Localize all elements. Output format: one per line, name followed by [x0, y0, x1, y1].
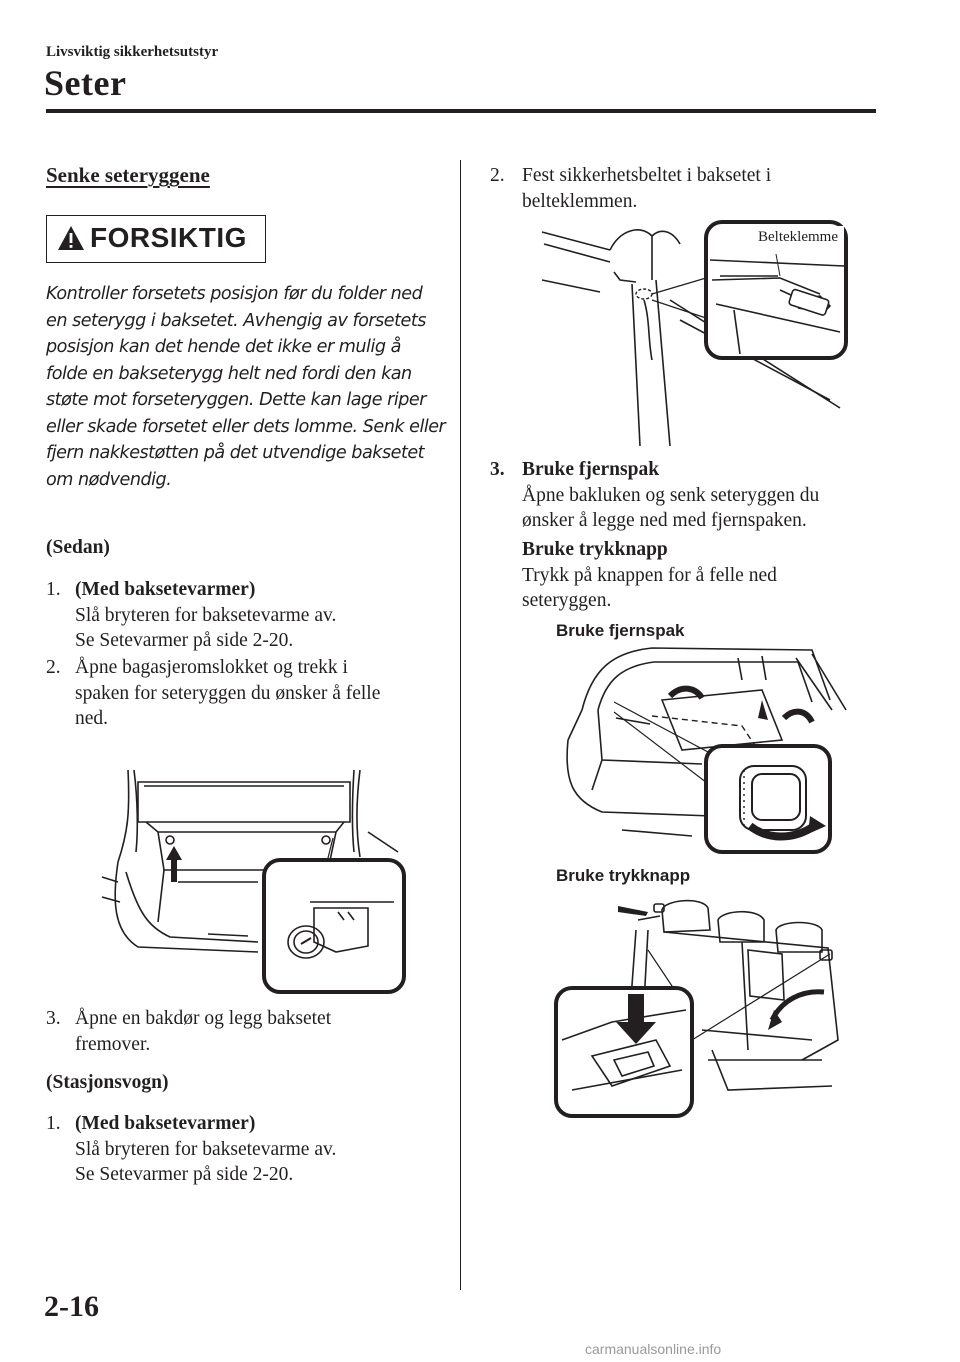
sedan-trunk-illustration [101, 769, 406, 994]
belt-clip-illustration [541, 220, 848, 446]
step-line: Se Setevarmer på side 2-20. [75, 630, 294, 651]
step-number: 1. [46, 579, 61, 600]
section-title: Senke seteryggene [46, 163, 210, 187]
column-divider [460, 160, 461, 1290]
step-line: Åpne bagasjeromslokket og trekk i [75, 657, 348, 678]
step-line: ned. [75, 708, 109, 729]
belt-clip-label: Belteklemme [758, 229, 838, 245]
sedan-heading: (Sedan) [46, 537, 110, 558]
step-title: Bruke trykknapp [522, 539, 668, 560]
step-line: Trykk på knappen for å felle ned [522, 565, 777, 586]
caution-box: FORSIKTIG [46, 215, 266, 263]
header-rule [46, 109, 876, 113]
step-line: Åpne bakluken og senk seteryggen du [522, 484, 820, 506]
watermark: carmanualsonline.info [585, 1341, 722, 1357]
step-number: 2. [490, 165, 505, 186]
caution-label: FORSIKTIG [90, 222, 247, 253]
step-line: Slå bryteren for baksetevarme av. [75, 1138, 337, 1160]
step-title: (Med baksetevarmer) [75, 1113, 256, 1134]
step-number: 2. [46, 657, 61, 678]
step-line: Åpne en bakdør og legg baksetet [75, 1008, 332, 1029]
page-title: Seter [44, 63, 127, 103]
figure-label-remote: Bruke fjernspak [556, 621, 685, 640]
step-line: fremover. [75, 1033, 151, 1055]
wagon-heading: (Stasjonsvogn) [46, 1072, 169, 1093]
push-button-illustration [554, 899, 839, 1118]
figure-label-button: Bruke trykknapp [556, 866, 691, 885]
step-number: 3. [46, 1008, 61, 1029]
step-line: Se Setevarmer på side 2-20. [75, 1164, 294, 1185]
step-line: ønsker å legge ned med fjernspaken. [522, 510, 807, 531]
breadcrumb: Livsviktig sikkerhetsutstyr [46, 44, 219, 60]
page-number: 2-16 [44, 1290, 99, 1323]
remote-lever-illustration [566, 647, 847, 854]
step-number: 1. [46, 1113, 61, 1134]
warning-icon [58, 226, 84, 250]
step-line: spaken for seteryggen du ønsker å felle [75, 682, 381, 704]
caution-text: Kontroller forsetets posisjon før du fol… [46, 284, 446, 490]
step-line: belteklemmen. [522, 190, 638, 212]
step-line: Slå bryteren for baksetevarme av. [75, 604, 337, 626]
step-number: 3. [490, 459, 505, 480]
step-line: seteryggen. [522, 590, 612, 611]
step-line: Fest sikkerhetsbeltet i baksetet i [522, 165, 772, 186]
step-title: (Med baksetevarmer) [75, 579, 256, 600]
step-title: Bruke fjernspak [522, 459, 660, 480]
